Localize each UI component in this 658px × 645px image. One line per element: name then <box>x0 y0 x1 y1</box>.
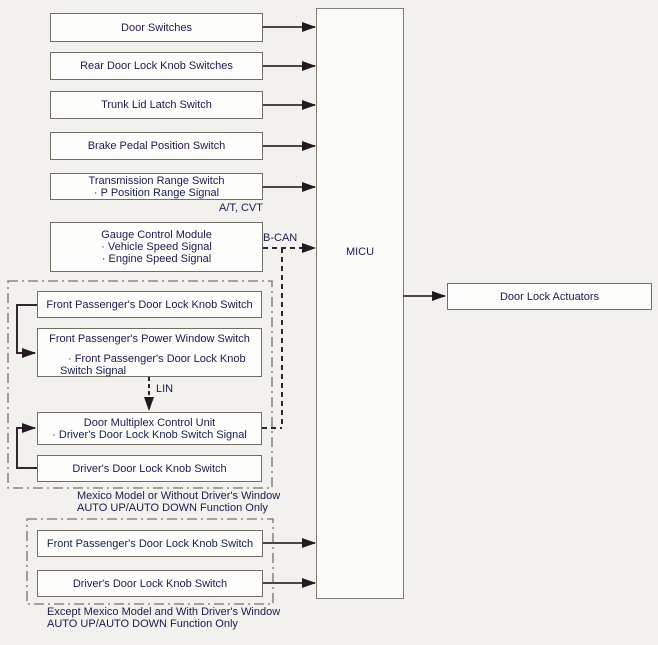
node-title: Front Passenger's Power Window Switch <box>49 333 250 345</box>
node-label: Driver's Door Lock Knob Switch <box>72 462 227 475</box>
node-front-passengers-power-window-switch: Front Passenger's Power Window Switch · … <box>37 328 262 377</box>
node-gauge-control-module: Gauge Control Module · Vehicle Speed Sig… <box>50 222 263 272</box>
node-title: Transmission Range Switch <box>88 174 225 187</box>
node-label: Door Lock Actuators <box>499 290 600 303</box>
node-transmission-range-switch: Transmission Range Switch · P Position R… <box>50 173 263 200</box>
node-title: Gauge Control Module <box>101 229 212 241</box>
node-label: Front Passenger's Door Lock Knob Switch <box>46 537 254 550</box>
bcan-label: B-CAN <box>263 232 298 244</box>
node-signal: · Vehicle Speed Signal <box>101 241 212 253</box>
micu-box: MICU <box>316 8 404 599</box>
node-title: Door Multiplex Control Unit <box>83 416 216 429</box>
group-except-mexico-caption: Except Mexico Model and With Driver's Wi… <box>47 606 280 630</box>
lin-label: LIN <box>156 383 174 395</box>
node-label: Driver's Door Lock Knob Switch <box>72 577 228 590</box>
node-front-passengers-door-lock-knob-switch-mexico: Front Passenger's Door Lock Knob Switch <box>37 291 262 318</box>
at-cvt-note: A/T, CVT <box>218 202 263 214</box>
caption-line: AUTO UP/AUTO DOWN Function Only <box>77 502 268 514</box>
node-signal: · P Position Range Signal <box>93 186 220 199</box>
node-drivers-door-lock-knob-switch-except: Driver's Door Lock Knob Switch <box>37 570 263 597</box>
micu-label: MICU <box>345 246 375 258</box>
node-drivers-door-lock-knob-switch-mexico: Driver's Door Lock Knob Switch <box>37 455 262 482</box>
node-label: Front Passenger's Door Lock Knob Switch <box>46 298 253 311</box>
node-door-multiplex-control-unit: Door Multiplex Control Unit · Driver's D… <box>37 412 262 445</box>
node-rear-door-lock-knob-switches: Rear Door Lock Knob Switches <box>50 52 263 80</box>
group-mexico-caption: Mexico Model or Without Driver's Window … <box>77 490 280 514</box>
node-brake-pedal-position-switch: Brake Pedal Position Switch <box>50 132 263 160</box>
node-signal: · Front Passenger's Door Lock Knob <box>68 353 246 365</box>
node-label: Brake Pedal Position Switch <box>87 140 226 152</box>
node-label: Door Switches <box>121 21 192 34</box>
node-trunk-lid-latch-switch: Trunk Lid Latch Switch <box>50 91 263 119</box>
caption-line: Mexico Model or Without Driver's Window <box>77 490 281 502</box>
bracket-driver-knob-to-dmcu <box>16 423 37 469</box>
node-door-lock-actuators: Door Lock Actuators <box>447 283 652 310</box>
node-signal: Switch Signal <box>60 365 127 377</box>
node-door-switches: Door Switches <box>50 13 263 42</box>
caption-line: AUTO UP/AUTO DOWN Function Only <box>47 618 238 630</box>
node-label: Trunk Lid Latch Switch <box>101 99 212 111</box>
node-signal: · Driver's Door Lock Knob Switch Signal <box>52 428 247 441</box>
caption-line: Except Mexico Model and With Driver's Wi… <box>47 606 281 618</box>
node-label: Rear Door Lock Knob Switches <box>80 60 233 72</box>
bracket-fp-knob-to-power-window <box>16 304 37 358</box>
node-signal: · Engine Speed Signal <box>101 253 212 265</box>
node-front-passengers-door-lock-knob-switch-except: Front Passenger's Door Lock Knob Switch <box>37 530 263 557</box>
